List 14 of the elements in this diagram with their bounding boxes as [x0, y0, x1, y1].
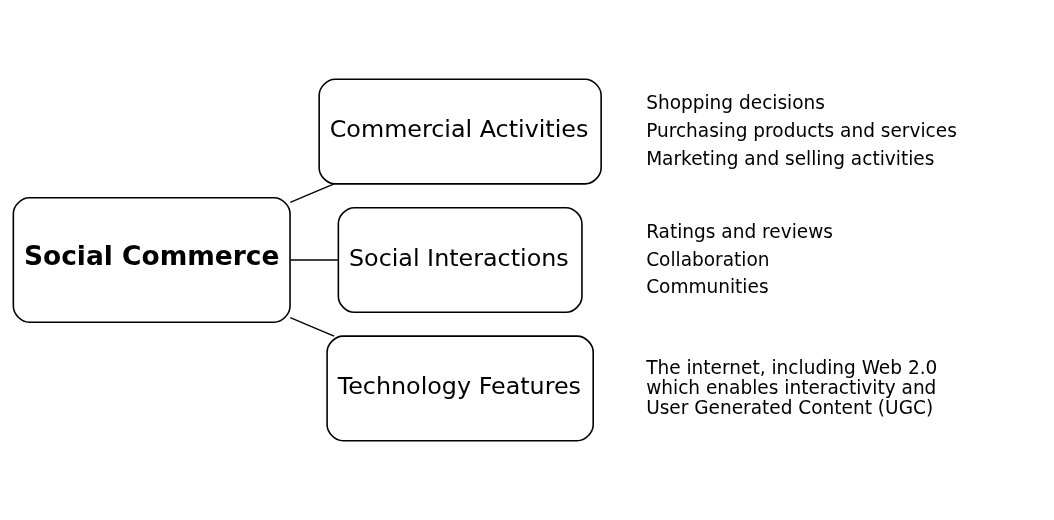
node-label: Ratings and reviews	[646, 220, 833, 242]
connector	[289, 316, 335, 337]
node-box: Social Interactions	[337, 206, 583, 314]
node-label: Communities	[646, 276, 769, 298]
node-box: Technology Features	[326, 335, 594, 442]
node-label: Purchasing products and services	[646, 120, 957, 142]
node-label: Marketing and selling activities	[646, 147, 935, 169]
node-label: Collaboration	[646, 248, 770, 270]
connector	[289, 183, 335, 204]
node-label: The internet, including Web 2.0 which enables interactivity and User Generated Content (UGC)	[646, 357, 938, 418]
connector	[289, 259, 339, 261]
node-box: Social Commerce	[12, 197, 291, 323]
node-label: Shopping decisions	[646, 92, 825, 114]
node-box: Commercial Activities	[318, 78, 602, 185]
